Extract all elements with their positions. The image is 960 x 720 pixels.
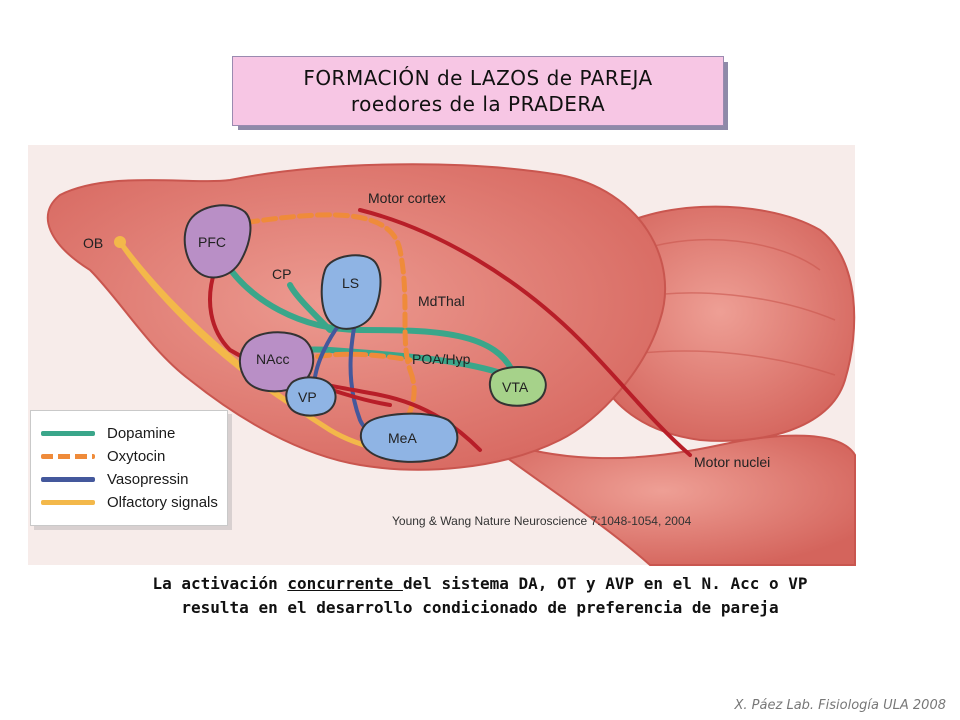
legend-swatch-vasopressin: [41, 476, 95, 482]
mea-region: [359, 412, 459, 463]
legend: Dopamine Oxytocin Vasopressin Olfactory …: [30, 410, 228, 526]
legend-swatch-dopamine: [41, 430, 95, 436]
label-poa-hyp: POA/Hyp: [412, 351, 471, 367]
legend-label: Dopamine: [107, 424, 176, 442]
legend-item-dopamine: Dopamine: [41, 423, 175, 443]
legend-label: Vasopressin: [107, 470, 189, 488]
label-mdthal: MdThal: [418, 293, 465, 309]
label-motor-cortex: Motor cortex: [368, 190, 446, 206]
label-ls: LS: [342, 275, 359, 291]
vp-region: [285, 376, 337, 417]
title-line-1: FORMACIÓN de LAZOS de PAREJA: [303, 66, 653, 90]
legend-swatch-olfactory: [41, 499, 95, 505]
legend-item-olfactory: Olfactory signals: [41, 492, 218, 512]
vta-region: [488, 366, 547, 407]
legend-item-vasopressin: Vasopressin: [41, 469, 188, 489]
label-ob: OB: [83, 235, 103, 251]
citation: Young & Wang Nature Neuroscience 7:1048-…: [392, 514, 692, 528]
title-line-2: roedores de la PRADERA: [350, 92, 606, 116]
label-pfc: PFC: [198, 234, 226, 250]
ls-region: [320, 254, 382, 330]
brainstem-shape: [469, 429, 856, 566]
caption-text: del sistema DA, OT y AVP en el N. Acc o …: [402, 574, 808, 593]
caption-underlined-text: concurrente: [287, 574, 403, 593]
label-nacc: NAcc: [256, 351, 289, 367]
label-motor-nuclei: Motor nuclei: [694, 454, 770, 470]
ob-terminal: [114, 236, 126, 248]
caption: La activación concurrente del sistema DA…: [60, 572, 900, 620]
caption-line-1: La activación concurrente del sistema DA…: [60, 572, 900, 596]
pfc-region: [183, 204, 252, 279]
legend-label: Olfactory signals: [107, 493, 218, 511]
legend-item-oxytocin: Oxytocin: [41, 446, 165, 466]
legend-swatch-oxytocin: [41, 453, 95, 459]
legend-label: Oxytocin: [107, 447, 166, 465]
label-vta: VTA: [502, 379, 529, 395]
caption-line-2: resulta en el desarrollo condicionado de…: [181, 598, 779, 617]
label-vp: VP: [298, 389, 317, 405]
caption-text: La activación: [152, 574, 288, 593]
title-box: FORMACIÓN de LAZOS de PAREJA roedores de…: [232, 56, 724, 126]
label-cp: CP: [272, 266, 291, 282]
label-mea: MeA: [388, 430, 417, 446]
footer-credit: X. Páez Lab. Fisiología ULA 2008: [734, 698, 946, 713]
